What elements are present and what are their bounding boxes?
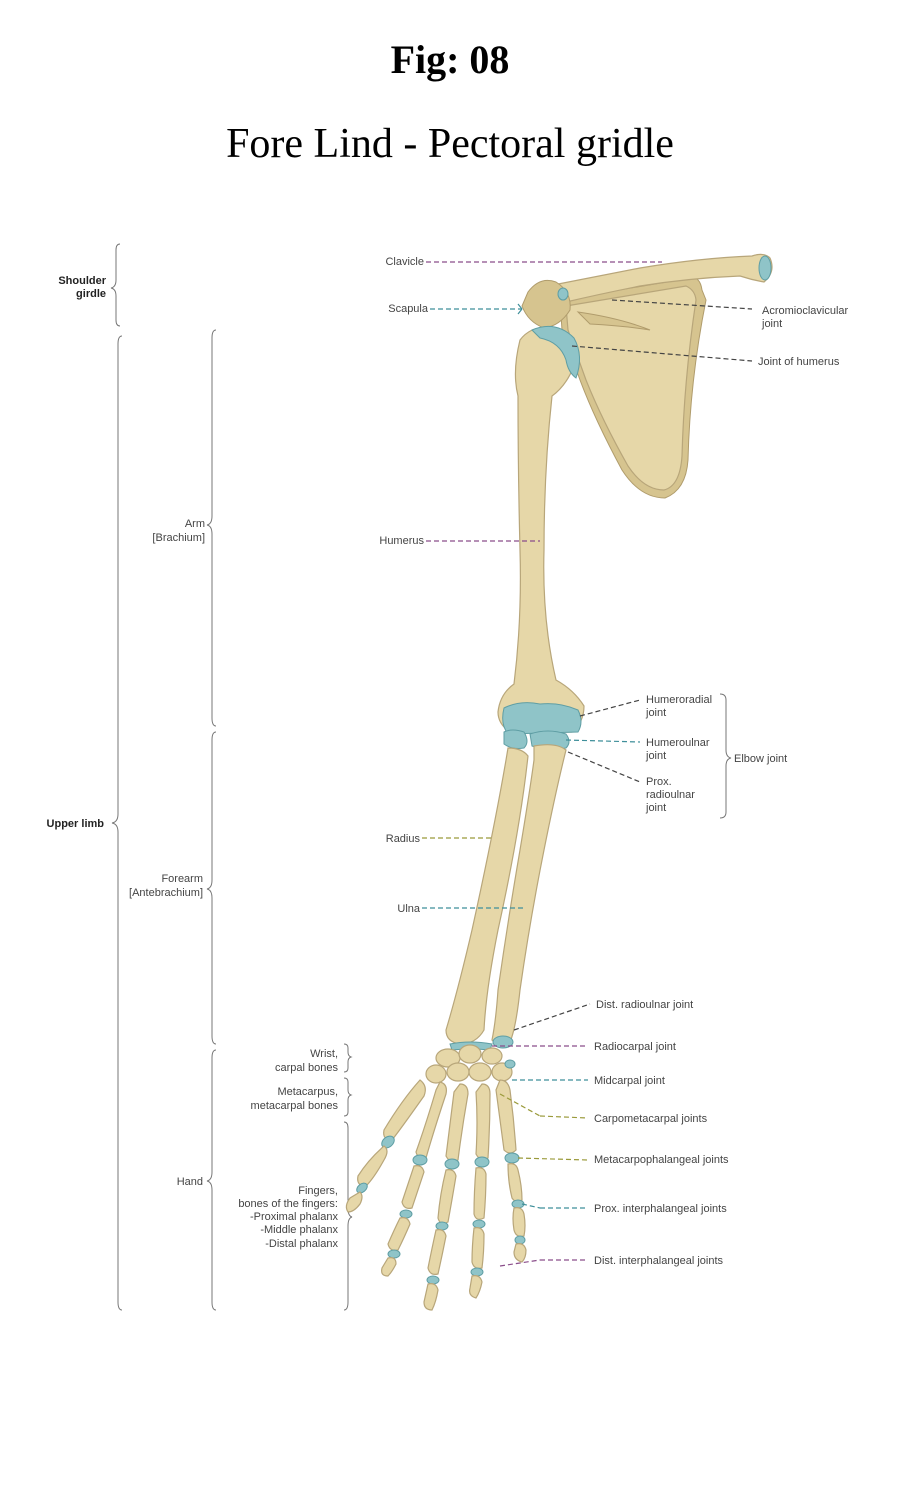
brace-fingers (343, 1121, 353, 1311)
label-acromioclavicular-joint: joint (761, 318, 782, 330)
label-midcarpal: Midcarpal joint (594, 1075, 665, 1087)
label-distal-phalanx: -Distal phalanx (265, 1238, 338, 1250)
label-acromioclavicular: Acromioclavicular (762, 305, 849, 317)
scapula (559, 277, 707, 499)
label-fingers: Fingers, (298, 1185, 338, 1197)
label-scapula: Scapula (388, 303, 429, 315)
label-carpometacarpal: Carpometacarpal joints (594, 1113, 708, 1125)
label-dist-interphalangeal: Dist. interphalangeal joints (594, 1255, 724, 1267)
label-dist-radioulnar: Dist. radioulnar joint (596, 999, 693, 1011)
label-metacarpus: Metacarpus, (277, 1086, 338, 1098)
humerus (497, 325, 585, 733)
label-antebrachium: [Antebrachium] (129, 887, 203, 899)
label-girdle: girdle (76, 288, 106, 300)
label-humerus: Humerus (379, 535, 424, 547)
label-prox-radioulnar-joint: joint (645, 802, 666, 814)
label-humeroulnar: Humeroulnar (646, 737, 710, 749)
label-clavicle: Clavicle (385, 256, 424, 268)
brace-shoulder-girdle (110, 243, 121, 327)
label-arm: Arm (185, 518, 205, 530)
label-proximal-phalanx: -Proximal phalanx (250, 1211, 339, 1223)
label-shoulder: Shoulder (58, 275, 106, 287)
carpal-bones (425, 1041, 516, 1084)
label-wrist: Wrist, (310, 1048, 338, 1060)
label-elbow-joint: Elbow joint (734, 753, 787, 765)
label-middle-phalanx: -Middle phalanx (260, 1224, 338, 1236)
region-braces (110, 243, 732, 1311)
elbow-joint-caps (502, 702, 582, 751)
label-prox-interphalangeal: Prox. interphalangeal joints (594, 1203, 727, 1215)
label-brachium: [Brachium] (152, 532, 205, 544)
hand-bones (345, 1079, 527, 1311)
acromion (521, 279, 571, 329)
brace-upper-limb (111, 335, 123, 1311)
region-labels: Shoulder girdle Upper limb Arm [Brachium… (47, 275, 339, 1250)
label-metacarpal-bones: metacarpal bones (251, 1100, 339, 1112)
label-radius: Radius (386, 833, 421, 845)
label-forearm: Forearm (161, 873, 203, 885)
clavicle (547, 253, 773, 303)
label-bones-of-fingers: bones of the fingers: (238, 1198, 338, 1210)
joint-labels: Acromioclavicular joint Joint of humerus… (594, 305, 849, 1267)
figure-title: Fore Lind - Pectoral gridle (226, 121, 674, 167)
label-radiocarpal: Radiocarpal joint (594, 1041, 676, 1053)
label-upper-limb: Upper limb (47, 818, 105, 830)
label-hand: Hand (177, 1176, 203, 1188)
ulna (491, 744, 567, 1049)
label-joint-of-humerus: Joint of humerus (758, 356, 840, 368)
label-humeroradial-joint: joint (645, 707, 666, 719)
label-radioulnar: radioulnar (646, 789, 695, 801)
bone-labels: Clavicle Scapula Humerus Radius Ulna (379, 256, 428, 915)
label-prox: Prox. (646, 776, 672, 788)
brace-hand (206, 1049, 217, 1311)
label-metacarpophalangeal: Metacarpophalangeal joints (594, 1154, 729, 1166)
figure-number: Fig: 08 (390, 37, 510, 82)
label-ulna: Ulna (397, 903, 421, 915)
radius (445, 747, 529, 1045)
label-humeroulnar-joint: joint (645, 750, 666, 762)
brace-arm (206, 329, 217, 727)
leader-lines (422, 261, 753, 1267)
brace-elbow (719, 693, 732, 819)
brace-metacarpus (343, 1077, 353, 1117)
brace-wrist (343, 1043, 353, 1073)
brace-forearm (206, 731, 217, 1045)
label-carpal-bones: carpal bones (275, 1062, 338, 1074)
label-humeroradial: Humeroradial (646, 694, 712, 706)
